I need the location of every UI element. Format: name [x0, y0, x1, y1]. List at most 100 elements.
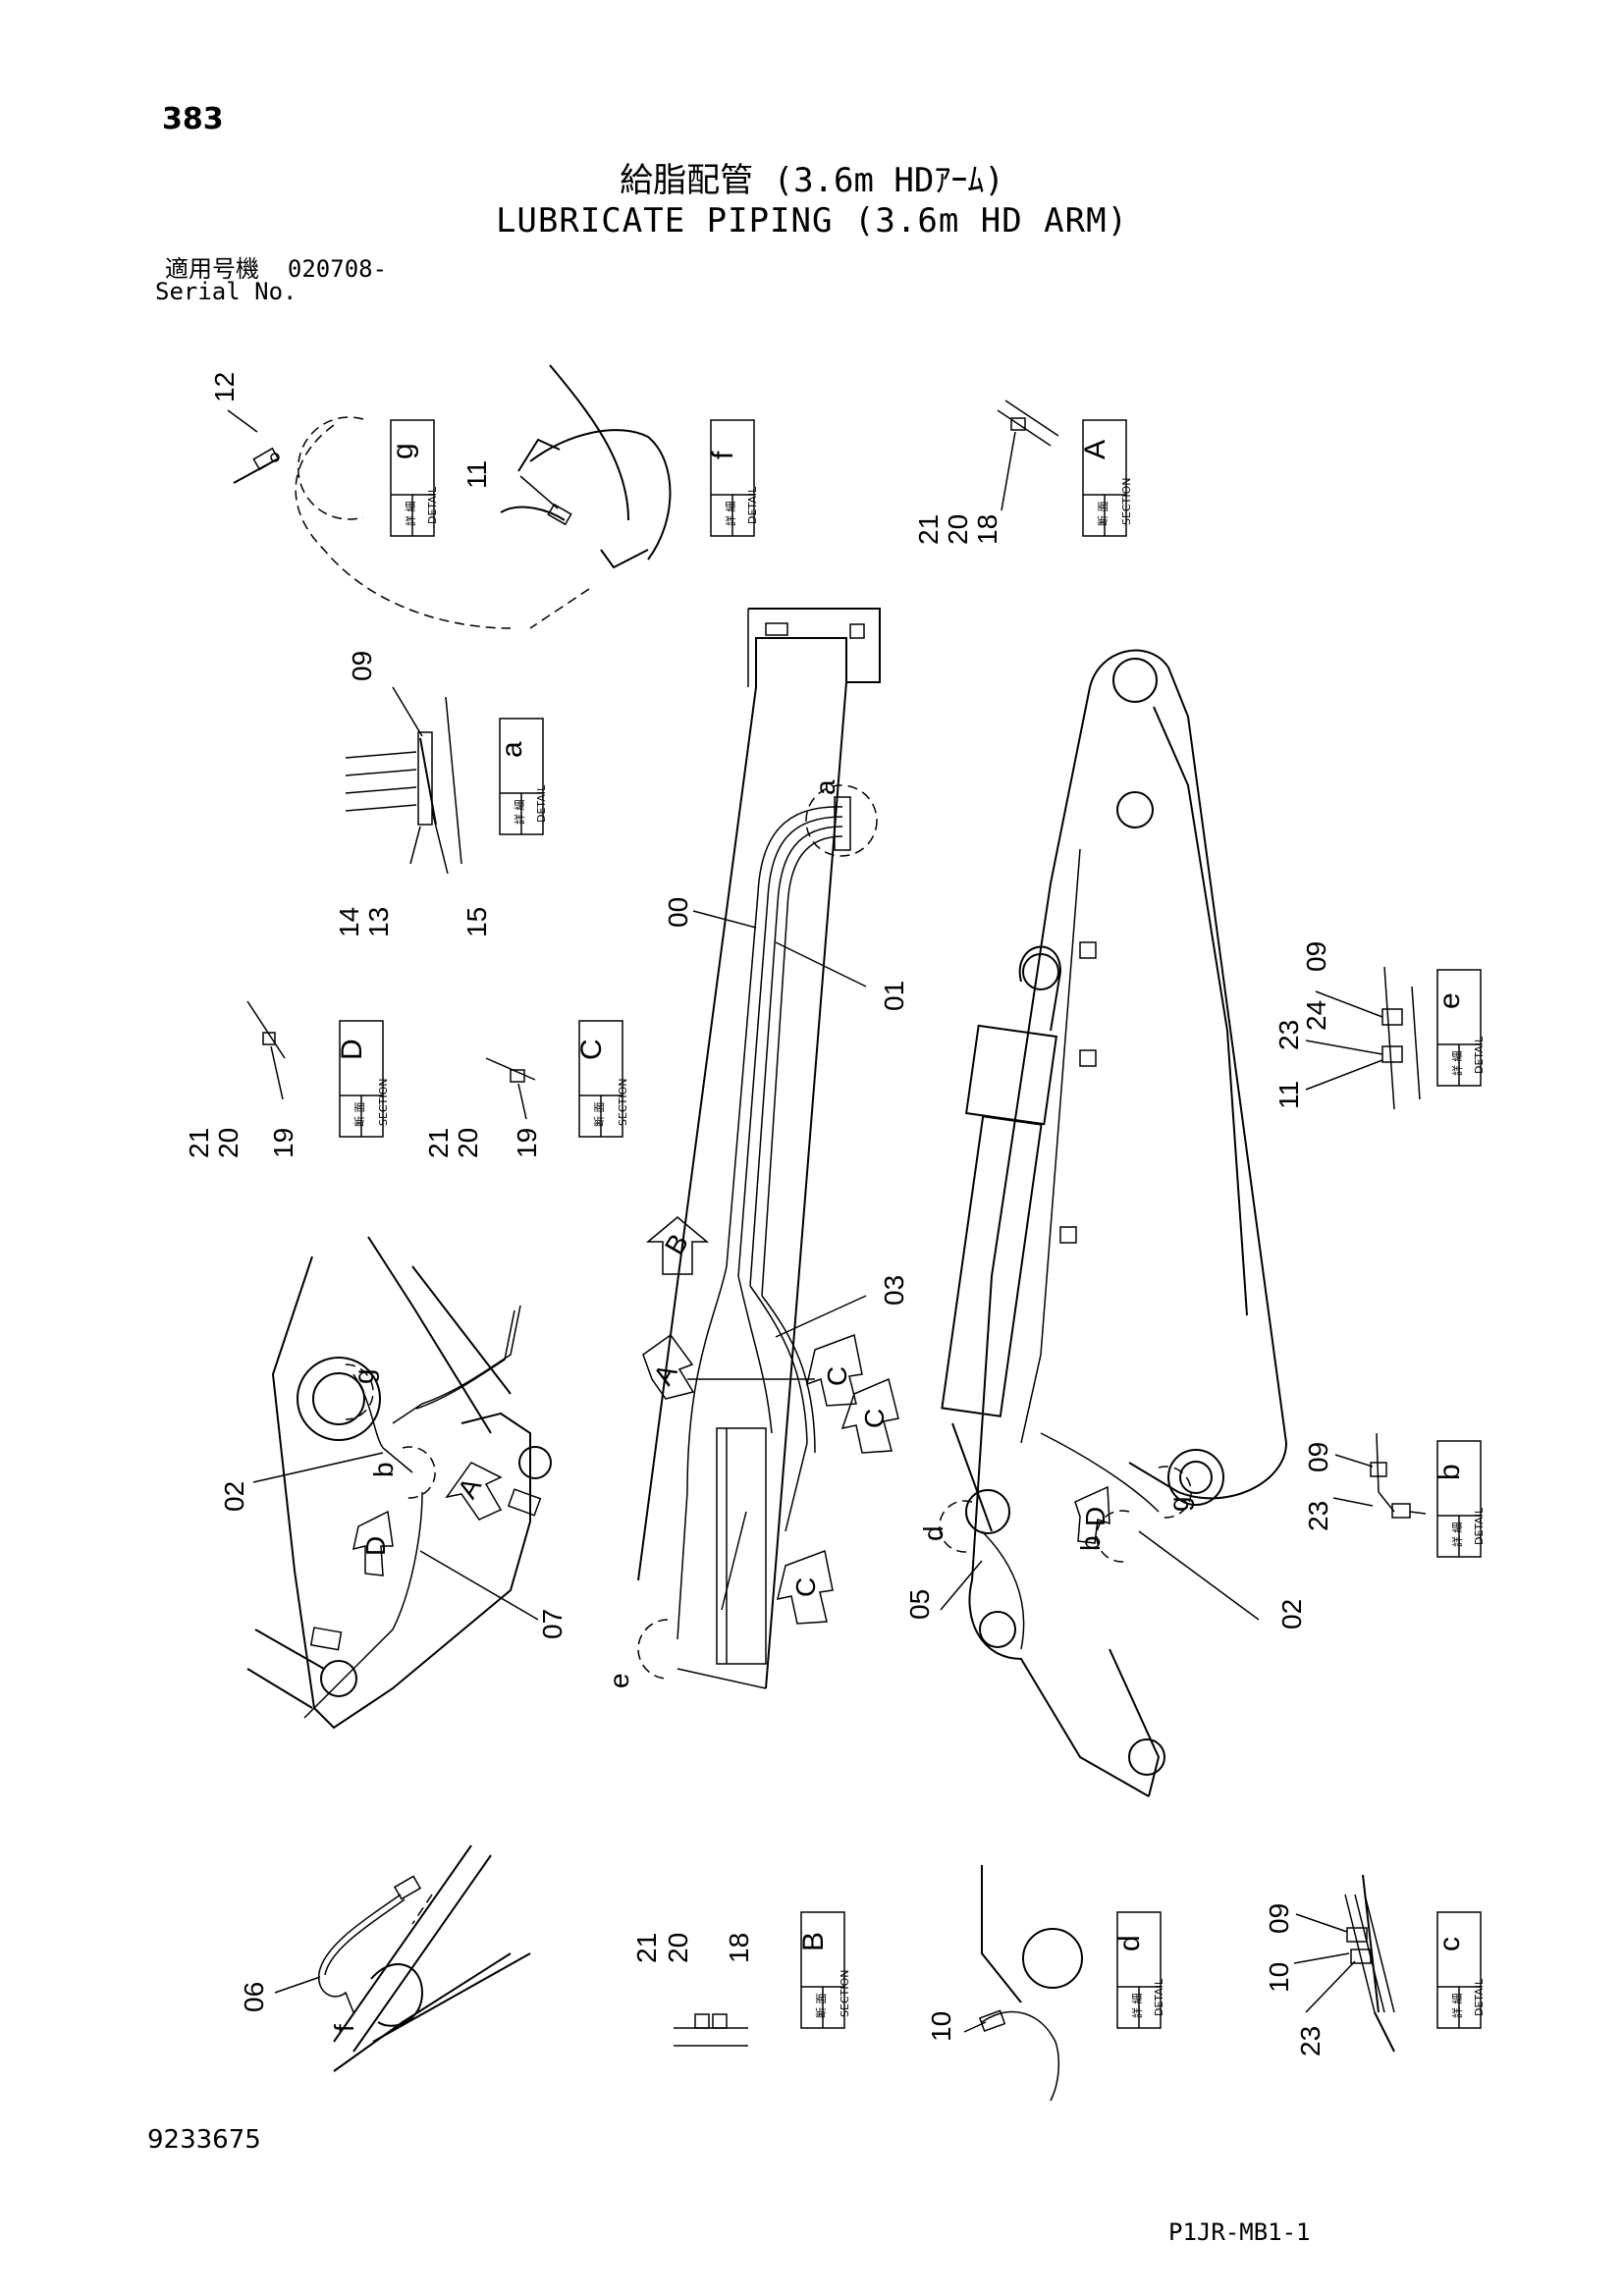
part-label-01: 01: [879, 981, 909, 1011]
view-letter-B: B: [797, 1932, 830, 1951]
section-B-view: 21 20 18 B 断 面 SECTION: [631, 1911, 851, 2047]
arrow-D-boom: D: [1074, 1485, 1110, 1544]
arrow-C-lower: C: [776, 1549, 834, 1625]
part-label-20: 20: [943, 514, 973, 545]
callout-a-arm: a: [810, 779, 840, 795]
view-letter-a: a: [496, 741, 528, 758]
svg-text:DETAIL: DETAIL: [1473, 1507, 1486, 1545]
page-number: 383: [162, 102, 224, 136]
part-label-09: 09: [347, 651, 377, 681]
svg-text:DETAIL: DETAIL: [1473, 1978, 1486, 2016]
boom-assembly: D 05 02 d b g: [904, 649, 1307, 1797]
part-label-12: 12: [209, 372, 240, 402]
detail-b-view: 23 09 b 詳 細 DETAIL: [1303, 1432, 1486, 1558]
svg-text:DETAIL: DETAIL: [1153, 1978, 1165, 2016]
serial-label-japanese: 適用号機: [165, 255, 259, 283]
svg-text:DETAIL: DETAIL: [1473, 1036, 1486, 1074]
view-letter-b: b: [1434, 1464, 1466, 1480]
section-C-view: 21 20 19 C 断 面 SECTION: [423, 1020, 629, 1158]
view-letter-d: d: [1113, 1935, 1146, 1951]
part-label-09-c: 09: [1264, 1903, 1294, 1934]
arm-assembly: 00 01 03 a e B A C C C: [604, 608, 909, 1689]
svg-text:C: C: [859, 1409, 890, 1428]
part-label-09-b: 09: [1303, 1442, 1333, 1472]
part-label-21: 21: [913, 514, 944, 545]
arrow-D-left: D: [352, 1510, 394, 1576]
part-label-09-e: 09: [1301, 941, 1331, 972]
serial-line-japanese: 適用号機 020708-: [165, 249, 387, 284]
svg-text:DETAIL: DETAIL: [535, 784, 548, 823]
part-label-11: 11: [461, 460, 492, 489]
svg-text:C: C: [790, 1577, 821, 1597]
view-letter-A: A: [1079, 440, 1111, 459]
svg-text:断 面: 断 面: [592, 1102, 606, 1128]
arrow-A-left: A: [445, 1462, 503, 1521]
svg-text:A: A: [452, 1472, 487, 1504]
svg-text:D: D: [1080, 1507, 1110, 1526]
part-label-05: 05: [904, 1589, 935, 1620]
svg-text:詳 細: 詳 細: [1450, 1994, 1464, 2019]
arrow-C-mid: C: [840, 1377, 899, 1454]
svg-text:詳 細: 詳 細: [1450, 1522, 1464, 1548]
part-label-21-D: 21: [184, 1128, 214, 1158]
part-label-10-c: 10: [1264, 1962, 1294, 1993]
detail-d-view: 10 d 詳 細 DETAIL: [926, 1865, 1165, 2102]
callout-b-left: b: [368, 1462, 399, 1477]
part-label-07: 07: [537, 1609, 568, 1639]
svg-text:断 面: 断 面: [352, 1102, 366, 1128]
svg-text:C: C: [822, 1366, 852, 1386]
arrow-A-arm: A: [642, 1333, 695, 1400]
svg-text:詳 細: 詳 細: [513, 800, 526, 826]
part-label-21-C: 21: [423, 1128, 454, 1158]
document-number: 9233675: [147, 2125, 261, 2155]
part-label-13: 13: [363, 907, 394, 937]
view-letter-f: f: [707, 451, 739, 459]
part-label-24: 24: [1301, 1000, 1331, 1031]
part-label-02-left: 02: [219, 1481, 249, 1512]
part-label-20-D: 20: [213, 1128, 244, 1158]
part-label-23-c: 23: [1295, 2026, 1326, 2056]
part-label-15: 15: [461, 907, 492, 937]
svg-text:詳 細: 詳 細: [1130, 1994, 1144, 2019]
svg-text:詳 細: 詳 細: [724, 502, 737, 527]
boom-foot-assembly: A D 02 07 g b: [219, 1236, 568, 1730]
callout-d-boom: d: [918, 1525, 948, 1541]
view-letter-C: C: [575, 1039, 608, 1060]
detail-c-view: 09 10 23 c 詳 細 DETAIL: [1264, 1874, 1486, 2056]
svg-text:SECTION: SECTION: [377, 1079, 390, 1126]
part-label-00: 00: [663, 897, 693, 928]
part-label-21-B: 21: [631, 1933, 662, 1963]
callout-g-boom: g: [1164, 1496, 1194, 1512]
section-D-view: 21 20 19 D 断 面 SECTION: [184, 1000, 390, 1158]
section-A-view: 21 20 18 A 断 面 SECTION: [913, 400, 1133, 545]
svg-text:DETAIL: DETAIL: [746, 486, 759, 524]
svg-text:SECTION: SECTION: [617, 1079, 629, 1126]
section-label-en: SECTION: [1120, 478, 1133, 525]
detail-label-jp: 詳 細: [404, 502, 417, 527]
serial-label-english: Serial No.: [155, 278, 298, 305]
detail-label-en: DETAIL: [426, 486, 439, 524]
svg-text:D: D: [360, 1536, 391, 1556]
part-label-19-D: 19: [268, 1128, 298, 1158]
part-label-18-B: 18: [724, 1933, 754, 1963]
svg-text:SECTION: SECTION: [839, 1970, 851, 2017]
arrow-B: B: [645, 1216, 710, 1275]
part-label-19-C: 19: [512, 1128, 542, 1158]
svg-text:B: B: [659, 1229, 694, 1260]
detail-a-view: 09 14 13 15 a 詳 細 DETAIL: [334, 651, 548, 937]
part-label-23-b: 23: [1303, 1501, 1333, 1531]
svg-text:A: A: [648, 1359, 683, 1390]
part-label-20-B: 20: [663, 1933, 693, 1963]
detail-f-view: 11 f 詳 細 DETAIL: [461, 364, 759, 629]
view-letter-e: e: [1434, 992, 1466, 1009]
svg-text:断 面: 断 面: [814, 1994, 828, 2019]
part-label-06: 06: [239, 1982, 269, 2012]
view-letter-D: D: [336, 1039, 368, 1060]
part-label-14: 14: [334, 907, 364, 937]
part-label-18: 18: [972, 514, 1002, 545]
title-english: LUBRICATE PIPING (3.6m HD ARM): [495, 201, 1129, 240]
part-label-23-e: 23: [1273, 1020, 1304, 1050]
part-label-20-C: 20: [453, 1128, 483, 1158]
detail-e-view: 24 09 11 23 e 詳 細 DETAIL: [1273, 941, 1486, 1110]
